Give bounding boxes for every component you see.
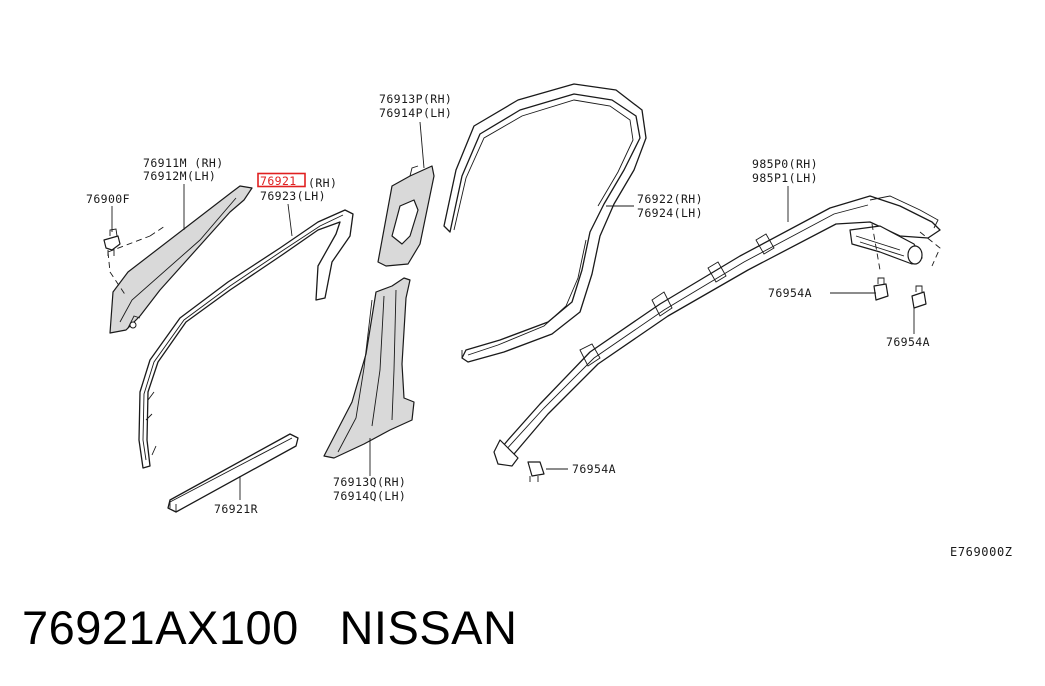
bolt-76954a-front bbox=[873, 277, 889, 301]
leader-lines bbox=[111, 121, 915, 500]
label-76954a-rear: 76954A bbox=[572, 462, 616, 476]
sill-strip-76921r bbox=[167, 433, 299, 513]
front-pillar-garnish bbox=[107, 185, 253, 334]
part-number-caption: 76921AX100 NISSAN bbox=[22, 601, 518, 654]
bolt-76954a-rear bbox=[527, 461, 545, 482]
center-pillar-upper-garnish bbox=[377, 165, 435, 267]
label-76914p: 76914P(LH) bbox=[379, 106, 452, 120]
label-76954a-right: 76954A bbox=[886, 335, 930, 349]
label-76912m: 76912M(LH) bbox=[143, 169, 216, 183]
label-76924: 76924(LH) bbox=[637, 206, 703, 220]
label-985p0: 985P0(RH) bbox=[752, 157, 818, 171]
clip-76900f bbox=[103, 228, 121, 256]
label-76923: 76923(LH) bbox=[260, 189, 326, 203]
label-985p1: 985P1(LH) bbox=[752, 171, 818, 185]
highlight-box-76921 bbox=[257, 172, 306, 188]
diagram-code: E769000Z bbox=[950, 545, 1013, 559]
label-76913p: 76913P(RH) bbox=[379, 92, 452, 106]
center-pillar-lower-garnish bbox=[323, 277, 415, 459]
label-76914q: 76914Q(LH) bbox=[333, 489, 406, 503]
curtain-airbag-module bbox=[493, 195, 941, 467]
front-door-weatherstrip bbox=[138, 209, 354, 469]
label-76954a-front: 76954A bbox=[768, 286, 812, 300]
label-76913q: 76913Q(RH) bbox=[333, 475, 406, 489]
label-76911m: 76911M (RH) bbox=[143, 156, 224, 170]
rear-door-weatherstrip bbox=[443, 83, 647, 363]
bolt-76954a-right bbox=[911, 285, 927, 309]
label-76921r: 76921R bbox=[214, 502, 258, 516]
label-76900f: 76900F bbox=[86, 192, 130, 206]
label-76922: 76922(RH) bbox=[637, 192, 703, 206]
label-76921-highlighted[interactable]: 76921 bbox=[260, 174, 297, 188]
label-76921-side: (RH) bbox=[308, 176, 337, 190]
